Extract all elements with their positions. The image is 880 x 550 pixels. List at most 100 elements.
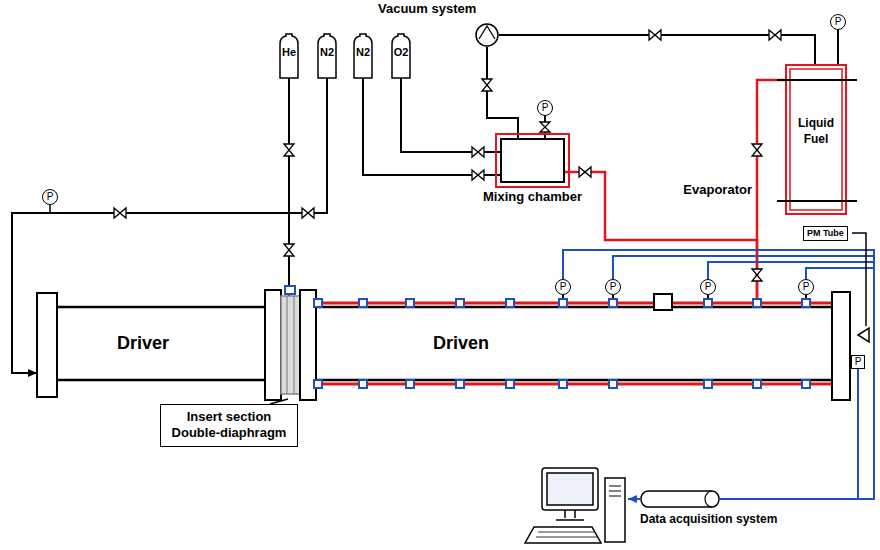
clamp: [609, 299, 617, 307]
clamp: [285, 286, 295, 294]
section-joint: [654, 294, 672, 310]
evaporator: Liquid FuelEvaporator: [785, 64, 847, 215]
clamp: [704, 380, 712, 388]
pipe-line: [487, 47, 518, 138]
valve-symbol: [472, 170, 484, 180]
pm-tube-window: [858, 328, 869, 342]
pc-tower: [605, 478, 625, 542]
valve-symbol: [649, 30, 661, 40]
pump-mark: [479, 26, 495, 39]
pressure-gauge: P: [798, 279, 814, 295]
clamp: [314, 380, 322, 388]
clamp: [506, 299, 514, 307]
pipe-line: [363, 78, 500, 175]
pump-circle: [476, 24, 498, 46]
cylinder-body: [318, 34, 336, 78]
clamp: [359, 299, 367, 307]
daq-body: [641, 491, 719, 507]
clamp-bars: [777, 80, 857, 201]
end-flange: [832, 292, 850, 400]
node-label: Liquid Fuel: [787, 116, 845, 147]
signal-line: [563, 250, 874, 499]
clamp: [802, 380, 810, 388]
driven-tube-drawing: [300, 300, 850, 387]
node-label: Mixing chamber: [483, 189, 582, 204]
clamp: [753, 299, 761, 307]
pressure-gauge: P: [700, 279, 716, 295]
valve-symbol: [752, 144, 762, 156]
valve-symbol: [302, 208, 314, 218]
pipe-line: [401, 78, 500, 152]
node-label: Driven: [433, 333, 489, 354]
pipe-line: [288, 78, 290, 300]
node-label: N2: [356, 47, 370, 78]
gas-cylinder: N2: [317, 34, 337, 78]
callout-box: Insert section Double-diaphragm: [160, 404, 298, 447]
pipe-line: [757, 80, 785, 300]
node-label: N2: [320, 47, 334, 78]
pressure-gauge: P: [555, 279, 571, 295]
clamp: [704, 299, 712, 307]
computer-icon: [525, 468, 625, 543]
valve-symbol: [540, 122, 550, 132]
leader-lines: [50, 205, 866, 404]
signal-arrow: [628, 498, 640, 500]
node-label: Vacuum system: [378, 1, 476, 16]
keyboard-keys: [536, 532, 597, 537]
clamp: [753, 380, 761, 388]
insert-section: [281, 296, 300, 394]
valve-symbol: [482, 79, 492, 91]
clamp: [559, 380, 567, 388]
clamp: [559, 299, 567, 307]
valve-symbol: [579, 167, 591, 177]
valve-symbol: [769, 30, 781, 40]
node-label: P: [610, 282, 617, 292]
clamp: [406, 299, 414, 307]
driven-section: Driven: [300, 300, 850, 387]
valves: [114, 30, 781, 281]
valve-symbol: [752, 269, 762, 281]
pressure-sensor: P: [851, 355, 865, 369]
node-label: P: [835, 17, 842, 27]
clamp: [314, 299, 322, 307]
tube-wall: [57, 307, 267, 380]
driver-section: Driver: [37, 300, 300, 387]
tower-slots: [609, 486, 621, 496]
diaphragms: [287, 296, 294, 394]
valve-symbol: [284, 144, 294, 156]
heating-band: [496, 134, 569, 187]
node-label: Driver: [117, 333, 169, 354]
heating-tape: [316, 303, 832, 384]
node-label: P: [855, 357, 862, 367]
gas-cylinder: O2: [391, 34, 411, 78]
tube-wall: [316, 307, 832, 380]
screen: [547, 473, 593, 505]
pipe-line: [565, 172, 757, 300]
node-label: PM Tube: [807, 228, 844, 239]
leader-line: [852, 233, 866, 326]
monitor: [542, 468, 598, 510]
pressure-gauge: P: [830, 14, 846, 30]
gas-cylinder: N2: [353, 34, 373, 78]
data-acquisition: Data acquisition system: [640, 490, 720, 508]
vacuum-pump: Vacuum system: [475, 23, 499, 47]
pressure-gauge: P: [42, 189, 58, 205]
monitor-stand: [556, 510, 584, 520]
end-flange: [37, 293, 57, 397]
pump-symbol: [475, 23, 499, 47]
clamp: [456, 299, 464, 307]
node-label: O2: [394, 47, 409, 78]
clamp: [359, 380, 367, 388]
node-label: P: [542, 103, 549, 113]
node-label: He: [282, 47, 296, 78]
signal-line: [613, 256, 874, 499]
node-label: Data acquisition system: [640, 512, 777, 526]
gas-cylinder: He: [279, 34, 299, 78]
connector-group: [12, 30, 874, 499]
heater-outline: [502, 140, 567, 185]
pressure-gauge: P: [537, 100, 553, 116]
gauge-stem: [49, 205, 51, 213]
